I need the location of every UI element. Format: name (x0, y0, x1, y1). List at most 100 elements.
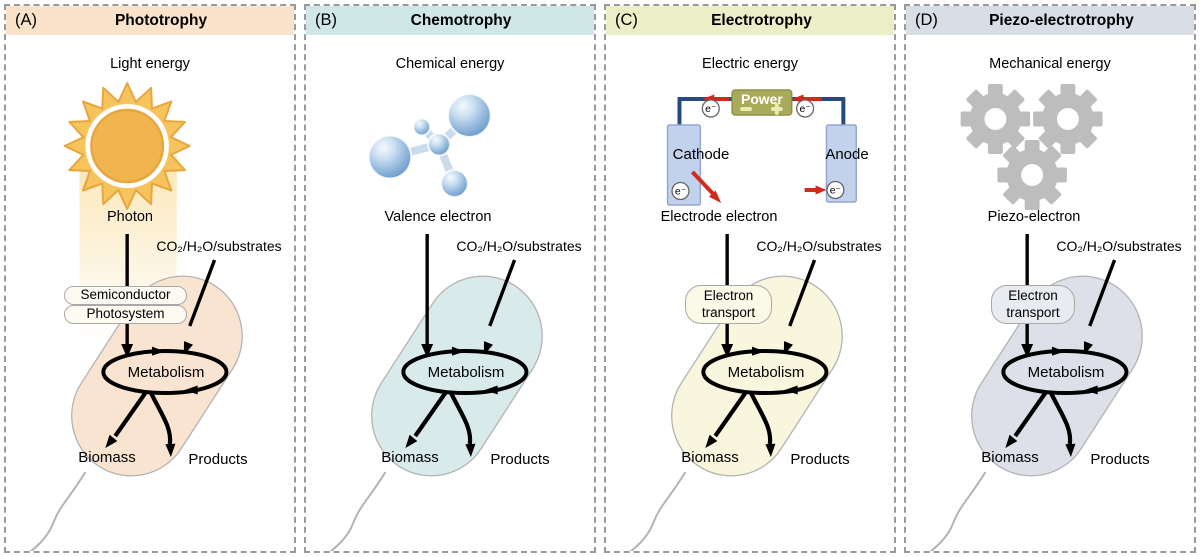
gear (960, 84, 1031, 154)
flagellum (629, 471, 687, 551)
biomass-arrow (105, 390, 148, 448)
products-arrow (749, 392, 776, 457)
panel-c-header: (C) Electrotrophy (606, 6, 894, 35)
products-label: Products (1090, 451, 1150, 468)
biomass-label: Biomass (381, 449, 439, 466)
bacterial-cell (329, 275, 543, 551)
panel-phototrophy: (A) Phototrophy (4, 4, 296, 553)
power-label: Power (741, 91, 783, 107)
panel-title: Chemotrophy (410, 11, 512, 29)
cathode-electron-arrow (690, 170, 722, 203)
metabolism-label: Metabolism (127, 364, 205, 381)
photosystem-pill: Photosystem (64, 305, 187, 324)
panel-b-diagram (329, 93, 543, 551)
plus-icon (770, 103, 783, 115)
products-arrow (449, 392, 476, 457)
valence-electron-arrow (421, 234, 434, 358)
gear (997, 140, 1067, 210)
flagellum (329, 471, 387, 551)
biomass-label: Biomass (681, 449, 739, 466)
cycle-arrowhead-bottom (484, 385, 498, 395)
metabolism-ellipse (701, 349, 829, 395)
cycle-arrowhead-bottom (1084, 385, 1098, 395)
source-label: Valence electron (384, 209, 492, 225)
energy-label: Electric energy (702, 56, 798, 72)
substrates-label: CO₂/H₂O/substrates (456, 238, 582, 254)
electron-badge: e⁻ (796, 99, 815, 118)
source-label: Electrode electron (660, 209, 778, 225)
substrates-label: CO₂/H₂O/substrates (1056, 238, 1182, 254)
panel-b-header: (B) Chemotrophy (306, 6, 594, 35)
panel-letter: (B) (315, 11, 337, 29)
substrates-label: CO₂/H₂O/substrates (156, 238, 282, 254)
flagellum (929, 471, 987, 551)
panel-d-diagram (929, 84, 1143, 551)
substrates-label: CO₂/H₂O/substrates (756, 238, 882, 254)
svg-text:e⁻: e⁻ (830, 185, 841, 196)
pill-line: transport (701, 304, 756, 320)
cycle-arrowhead-bottom (184, 385, 198, 395)
panel-title: Phototrophy (114, 11, 208, 29)
cycle-arrowhead-top (451, 346, 465, 356)
panel-c-diagram: Power e⁻ (629, 89, 858, 551)
svg-text:e⁻: e⁻ (799, 104, 810, 115)
molecule-icon (367, 93, 492, 198)
electron-transport-pill: Electron transport (991, 285, 1075, 324)
energy-label: Mechanical energy (989, 56, 1111, 72)
energy-label: Chemical energy (395, 56, 505, 72)
metabolism-label: Metabolism (727, 364, 805, 381)
metabolism-ellipse (101, 349, 229, 395)
flagellum (29, 471, 87, 551)
pill-line: transport (1006, 304, 1060, 320)
semiconductor-pill: Semiconductor (64, 286, 187, 305)
products-label: Products (790, 451, 850, 468)
electron-badge: e⁻ (826, 180, 845, 200)
electron-badge: e⁻ (671, 181, 690, 201)
pill-line: Electron (703, 288, 754, 303)
minus-icon (740, 107, 752, 111)
metabolism-ellipse (401, 349, 529, 395)
products-arrow (149, 392, 176, 457)
energy-label: Light energy (110, 56, 190, 72)
panel-a-diagram (29, 82, 243, 551)
panel-title: Electrotrophy (711, 11, 812, 29)
cycle-arrowhead-top (1051, 346, 1065, 356)
metabolism-label: Metabolism (427, 364, 505, 381)
panel-a-header: (A) Phototrophy (6, 6, 294, 35)
biomass-arrow (1005, 390, 1048, 448)
panel-electrotrophy: (C) Electrotrophy Power (604, 4, 896, 553)
products-label: Products (188, 451, 248, 468)
power-circuit-icon: Power e⁻ (666, 89, 858, 206)
panel-piezo-electrotrophy: (D) Piezo-electrotrophy (904, 4, 1196, 553)
panel-letter: (C) (615, 11, 638, 29)
gears-icon (960, 84, 1103, 210)
svg-text:e⁻: e⁻ (705, 104, 716, 115)
biomass-arrow (405, 390, 448, 448)
pill-line: Electron (1008, 288, 1058, 303)
anode-label: Anode (825, 146, 869, 163)
cycle-arrowhead-bottom (784, 385, 798, 395)
source-label: Photon (107, 209, 153, 225)
cycle-arrowhead-top (151, 346, 165, 356)
cathode-label: Cathode (672, 146, 730, 163)
panel-letter: (D) (915, 11, 938, 29)
panel-title: Piezo-electrotrophy (989, 11, 1134, 29)
gear (1033, 84, 1103, 154)
metabolism-ellipse (1001, 349, 1129, 395)
source-label: Piezo-electron (987, 209, 1081, 225)
metabolism-label: Metabolism (1027, 364, 1105, 381)
electron-badge: e⁻ (701, 99, 720, 118)
products-arrow (1049, 392, 1076, 457)
biomass-label: Biomass (78, 449, 136, 466)
products-label: Products (490, 451, 550, 468)
biomass-label: Biomass (981, 449, 1039, 466)
svg-text:e⁻: e⁻ (675, 186, 686, 197)
panel-letter: (A) (15, 11, 37, 29)
cycle-arrowhead-top (751, 346, 765, 356)
biomass-arrow (705, 390, 748, 448)
panel-chemotrophy: (B) Chemotrophy (304, 4, 596, 553)
sun-icon (63, 82, 191, 210)
electron-transport-pill: Electron transport (685, 285, 772, 324)
panel-d-header: (D) Piezo-electrotrophy (906, 6, 1194, 35)
